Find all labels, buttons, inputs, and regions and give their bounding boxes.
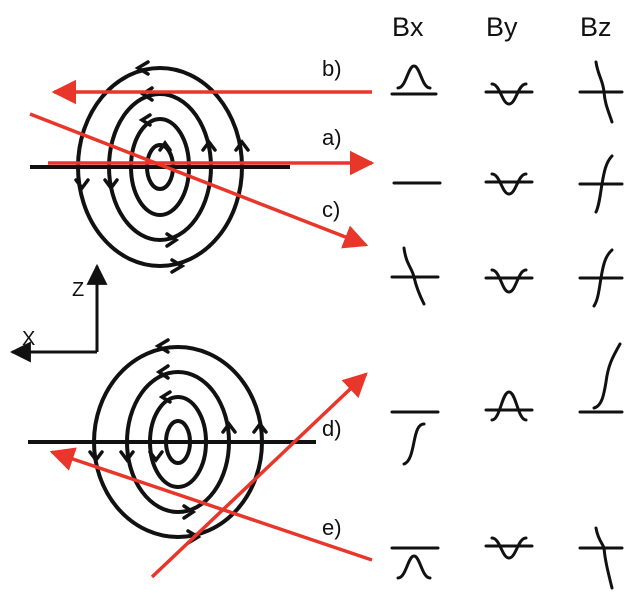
trajectory-label-d: d) — [322, 416, 342, 441]
signature-b-by — [484, 82, 534, 106]
chevron-down-icon — [88, 450, 104, 463]
upper-flux-rope — [30, 66, 290, 268]
upper-loop-direction-arrows — [74, 60, 250, 274]
chevron-left-icon — [139, 86, 154, 102]
chevron-up-icon — [201, 139, 217, 152]
lower-loop-direction-arrows — [88, 338, 268, 545]
chevron-up-icon — [252, 421, 268, 434]
trajectory-label-c: c) — [322, 197, 340, 222]
chevron-down-icon — [148, 450, 164, 463]
signature-e-bz — [578, 526, 624, 590]
chevron-left-icon — [155, 364, 170, 380]
chevron-right-icon — [182, 504, 197, 520]
trajectory-label-e: e) — [322, 515, 342, 540]
lower-flux-rope — [28, 345, 316, 539]
trajectory-d-arrow — [150, 372, 368, 579]
chevron-left-icon — [158, 390, 172, 404]
column-header-bx: Bx — [392, 12, 424, 42]
signature-d-by — [484, 390, 534, 422]
signature-c-bz — [578, 248, 624, 308]
signature-c-bx — [390, 246, 440, 306]
lower-trajectories — [49, 372, 373, 579]
trajectory-label-a: a) — [322, 125, 342, 150]
trajectory-e-arrow — [49, 447, 373, 562]
x-axis-label: X — [22, 328, 35, 350]
chevron-up-icon — [234, 139, 250, 152]
upper-trajectories — [29, 79, 375, 249]
column-header-by: By — [486, 12, 518, 42]
signature-b-bz — [578, 60, 624, 124]
trajectory-c-arrow — [29, 112, 369, 249]
signature-grid — [390, 60, 624, 590]
signature-e-bx — [390, 546, 440, 580]
coordinate-axes — [9, 263, 108, 363]
signature-a-bz — [578, 154, 624, 214]
trajectory-label-b: b) — [322, 56, 342, 81]
chevron-right-icon — [165, 232, 180, 248]
chevron-left-icon — [134, 60, 150, 76]
chevron-up-icon — [221, 421, 237, 434]
signature-c-by — [484, 268, 534, 294]
chevron-down-icon — [103, 178, 119, 191]
chevron-left-icon — [154, 338, 170, 354]
chevron-down-icon — [119, 450, 135, 463]
signature-a-by — [484, 172, 534, 196]
chevron-right-icon — [170, 258, 186, 274]
z-axis-label: Z — [72, 279, 84, 301]
column-header-bz: Bz — [580, 12, 612, 42]
chevron-up-icon — [158, 139, 172, 152]
signature-b-bx — [390, 64, 438, 96]
signature-e-by — [484, 536, 534, 560]
signature-d-bx — [390, 410, 440, 466]
chevron-down-icon — [74, 178, 90, 191]
chevron-left-icon — [138, 113, 152, 127]
signature-d-bz — [578, 342, 624, 414]
